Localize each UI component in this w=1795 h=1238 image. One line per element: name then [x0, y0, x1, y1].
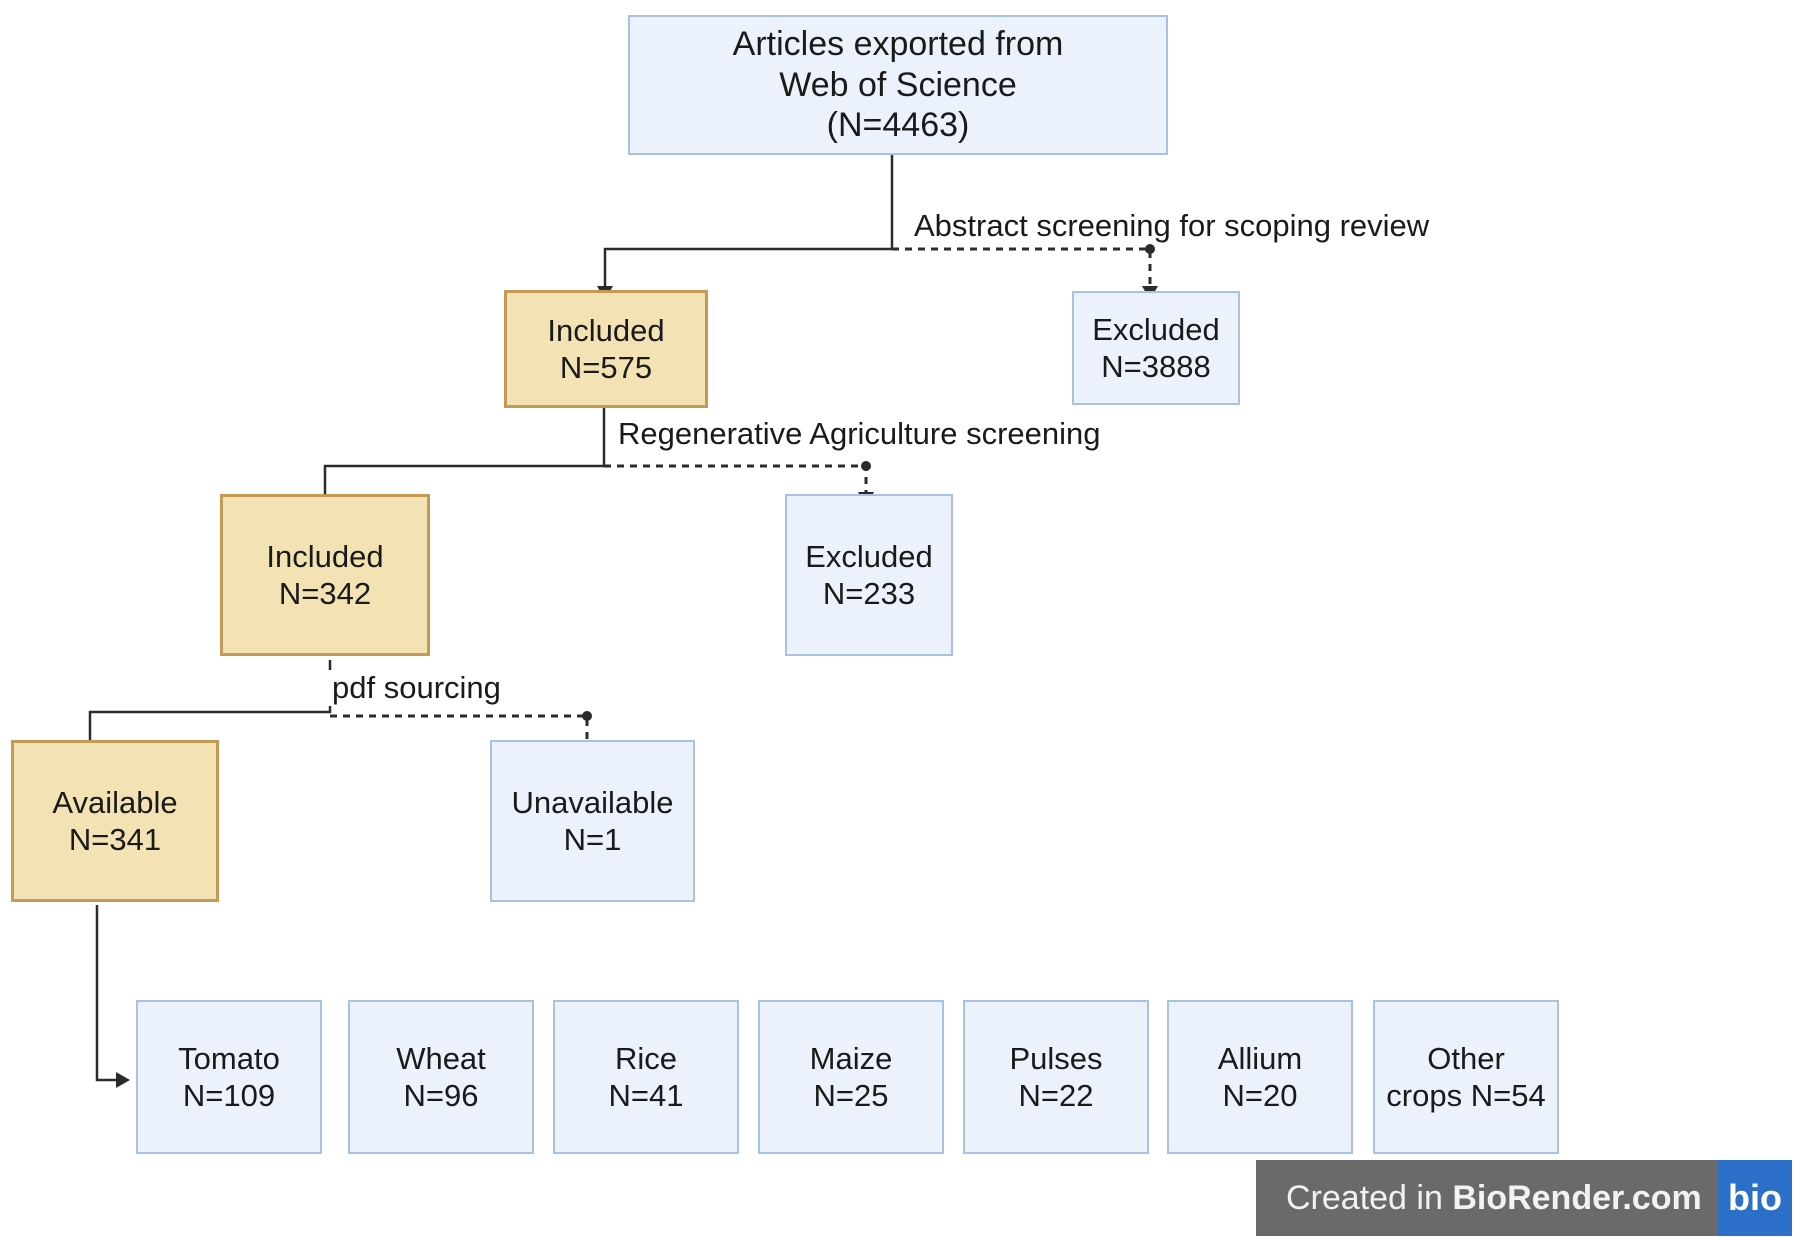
- unavailable-count: N=1: [563, 822, 622, 857]
- connector-342-to-available: [88, 660, 332, 750]
- unavailable-box: Unavailable N=1: [490, 740, 695, 902]
- branch-dot: [582, 711, 592, 721]
- available-box: Available N=341: [11, 740, 219, 902]
- crop-box-maize: Maize N=25: [758, 1000, 944, 1154]
- connector-source-to-excluded-3888: [892, 247, 1152, 286]
- branch-dot: [1145, 244, 1155, 254]
- crop-name: Other: [1427, 1040, 1505, 1076]
- connector-available-to-crops: [95, 905, 118, 1082]
- biorender-badge[interactable]: Created in BioRender.com bio: [1256, 1160, 1792, 1236]
- branch-dot: [861, 461, 871, 471]
- crop-name: Allium: [1217, 1040, 1303, 1076]
- included-575-title: Included: [547, 312, 665, 348]
- badge-prefix: Created in: [1286, 1178, 1453, 1217]
- stage3-label: pdf sourcing: [328, 670, 505, 706]
- crop-box-other: Other crops N=54: [1373, 1000, 1559, 1154]
- excluded-233-count: N=233: [822, 576, 916, 611]
- included-342-box: Included N=342: [220, 494, 430, 656]
- included-575-box: Included N=575: [504, 290, 708, 408]
- source-line-3: (N=4463): [826, 106, 970, 145]
- source-line-1: Articles exported from: [732, 24, 1064, 63]
- crop-name: Wheat: [396, 1040, 486, 1076]
- included-342-title: Included: [266, 538, 384, 574]
- source-box: Articles exported from Web of Science (N…: [628, 15, 1168, 155]
- excluded-233-title: Excluded: [805, 538, 933, 574]
- connector-575-to-included-342: [323, 408, 606, 505]
- stage2-label: Regenerative Agriculture screening: [614, 416, 1105, 452]
- excluded-3888-box: Excluded N=3888: [1072, 291, 1240, 405]
- crop-name: Pulses: [1009, 1040, 1103, 1076]
- crop-box-rice: Rice N=41: [553, 1000, 739, 1154]
- crop-box-allium: Allium N=20: [1167, 1000, 1353, 1154]
- available-count: N=341: [68, 822, 162, 857]
- unavailable-title: Unavailable: [511, 784, 674, 820]
- excluded-233-box: Excluded N=233: [785, 494, 953, 656]
- crop-box-pulses: Pulses N=22: [963, 1000, 1149, 1154]
- excluded-3888-count: N=3888: [1101, 349, 1211, 384]
- crop-count: N=41: [608, 1078, 684, 1113]
- connector-source-to-included-575: [603, 155, 894, 286]
- crop-count: N=20: [1222, 1078, 1298, 1113]
- connector-575-to-excluded-233: [604, 464, 868, 492]
- source-line-2: Web of Science: [779, 65, 1017, 104]
- biorender-logo-icon: bio: [1718, 1160, 1792, 1236]
- excluded-3888-title: Excluded: [1092, 311, 1220, 347]
- crop-name: Tomato: [178, 1040, 280, 1076]
- stage1-label: Abstract screening for scoping review: [910, 208, 1434, 244]
- crop-count: N=25: [813, 1078, 889, 1113]
- crop-count: crops N=54: [1386, 1078, 1546, 1113]
- included-342-count: N=342: [278, 576, 372, 611]
- badge-brand: BioRender.com: [1452, 1178, 1702, 1217]
- connector-342-to-unavailable: [330, 714, 589, 748]
- crop-count: N=96: [403, 1078, 479, 1113]
- arrowhead: [116, 1072, 130, 1088]
- badge-text: Created in BioRender.com: [1256, 1179, 1718, 1218]
- crop-box-wheat: Wheat N=96: [348, 1000, 534, 1154]
- crop-name: Rice: [614, 1040, 677, 1076]
- included-575-count: N=575: [559, 350, 653, 385]
- crop-count: N=109: [182, 1078, 276, 1113]
- crop-name: Maize: [809, 1040, 893, 1076]
- available-title: Available: [52, 784, 178, 820]
- crop-count: N=22: [1018, 1078, 1094, 1113]
- crop-box-tomato: Tomato N=109: [136, 1000, 322, 1154]
